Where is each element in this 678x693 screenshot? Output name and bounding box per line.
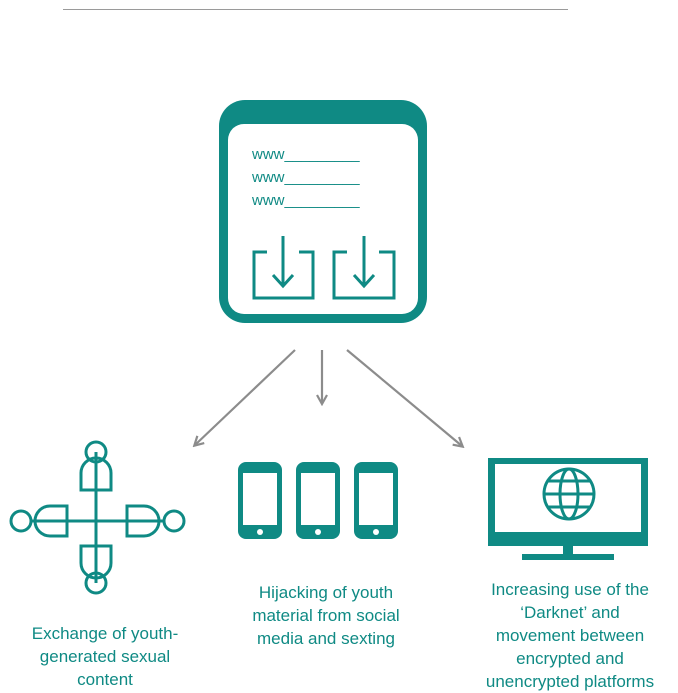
caption-line: ‘Darknet’ and bbox=[520, 603, 620, 622]
caption-line: Exchange of youth- bbox=[31, 624, 179, 643]
caption-line: Increasing use of the bbox=[491, 580, 649, 599]
caption-line: unencrypted platforms bbox=[485, 672, 655, 691]
arrow-right bbox=[346, 349, 462, 446]
caption-line: movement between bbox=[495, 626, 645, 645]
caption-line: content bbox=[77, 670, 133, 689]
smartphone-icon bbox=[238, 462, 282, 539]
download-icon bbox=[252, 236, 315, 300]
caption-line: generated sexual bbox=[39, 647, 171, 666]
top-divider bbox=[63, 9, 568, 10]
smartphone-icon bbox=[296, 462, 340, 539]
monitor-globe-icon bbox=[488, 458, 648, 560]
caption-exchange: Exchange of youth- generated sexual cont… bbox=[0, 622, 210, 691]
url-line: www_________ bbox=[252, 146, 360, 163]
gender-network-icon bbox=[9, 440, 186, 595]
caption-line: Hijacking of youth bbox=[258, 583, 394, 602]
url-line: www_________ bbox=[252, 192, 360, 209]
caption-line: media and sexting bbox=[257, 629, 395, 648]
arrow-left bbox=[195, 349, 296, 445]
caption-line: encrypted and bbox=[516, 649, 624, 668]
browser-window-icon bbox=[219, 100, 427, 323]
caption-line: material from social bbox=[252, 606, 400, 625]
download-icon bbox=[332, 236, 396, 300]
url-line: www_________ bbox=[252, 169, 360, 186]
caption-darknet: Increasing use of the ‘Darknet’ and move… bbox=[462, 578, 678, 693]
smartphone-icon bbox=[354, 462, 398, 539]
caption-hijacking: Hijacking of youth material from social … bbox=[221, 581, 431, 650]
